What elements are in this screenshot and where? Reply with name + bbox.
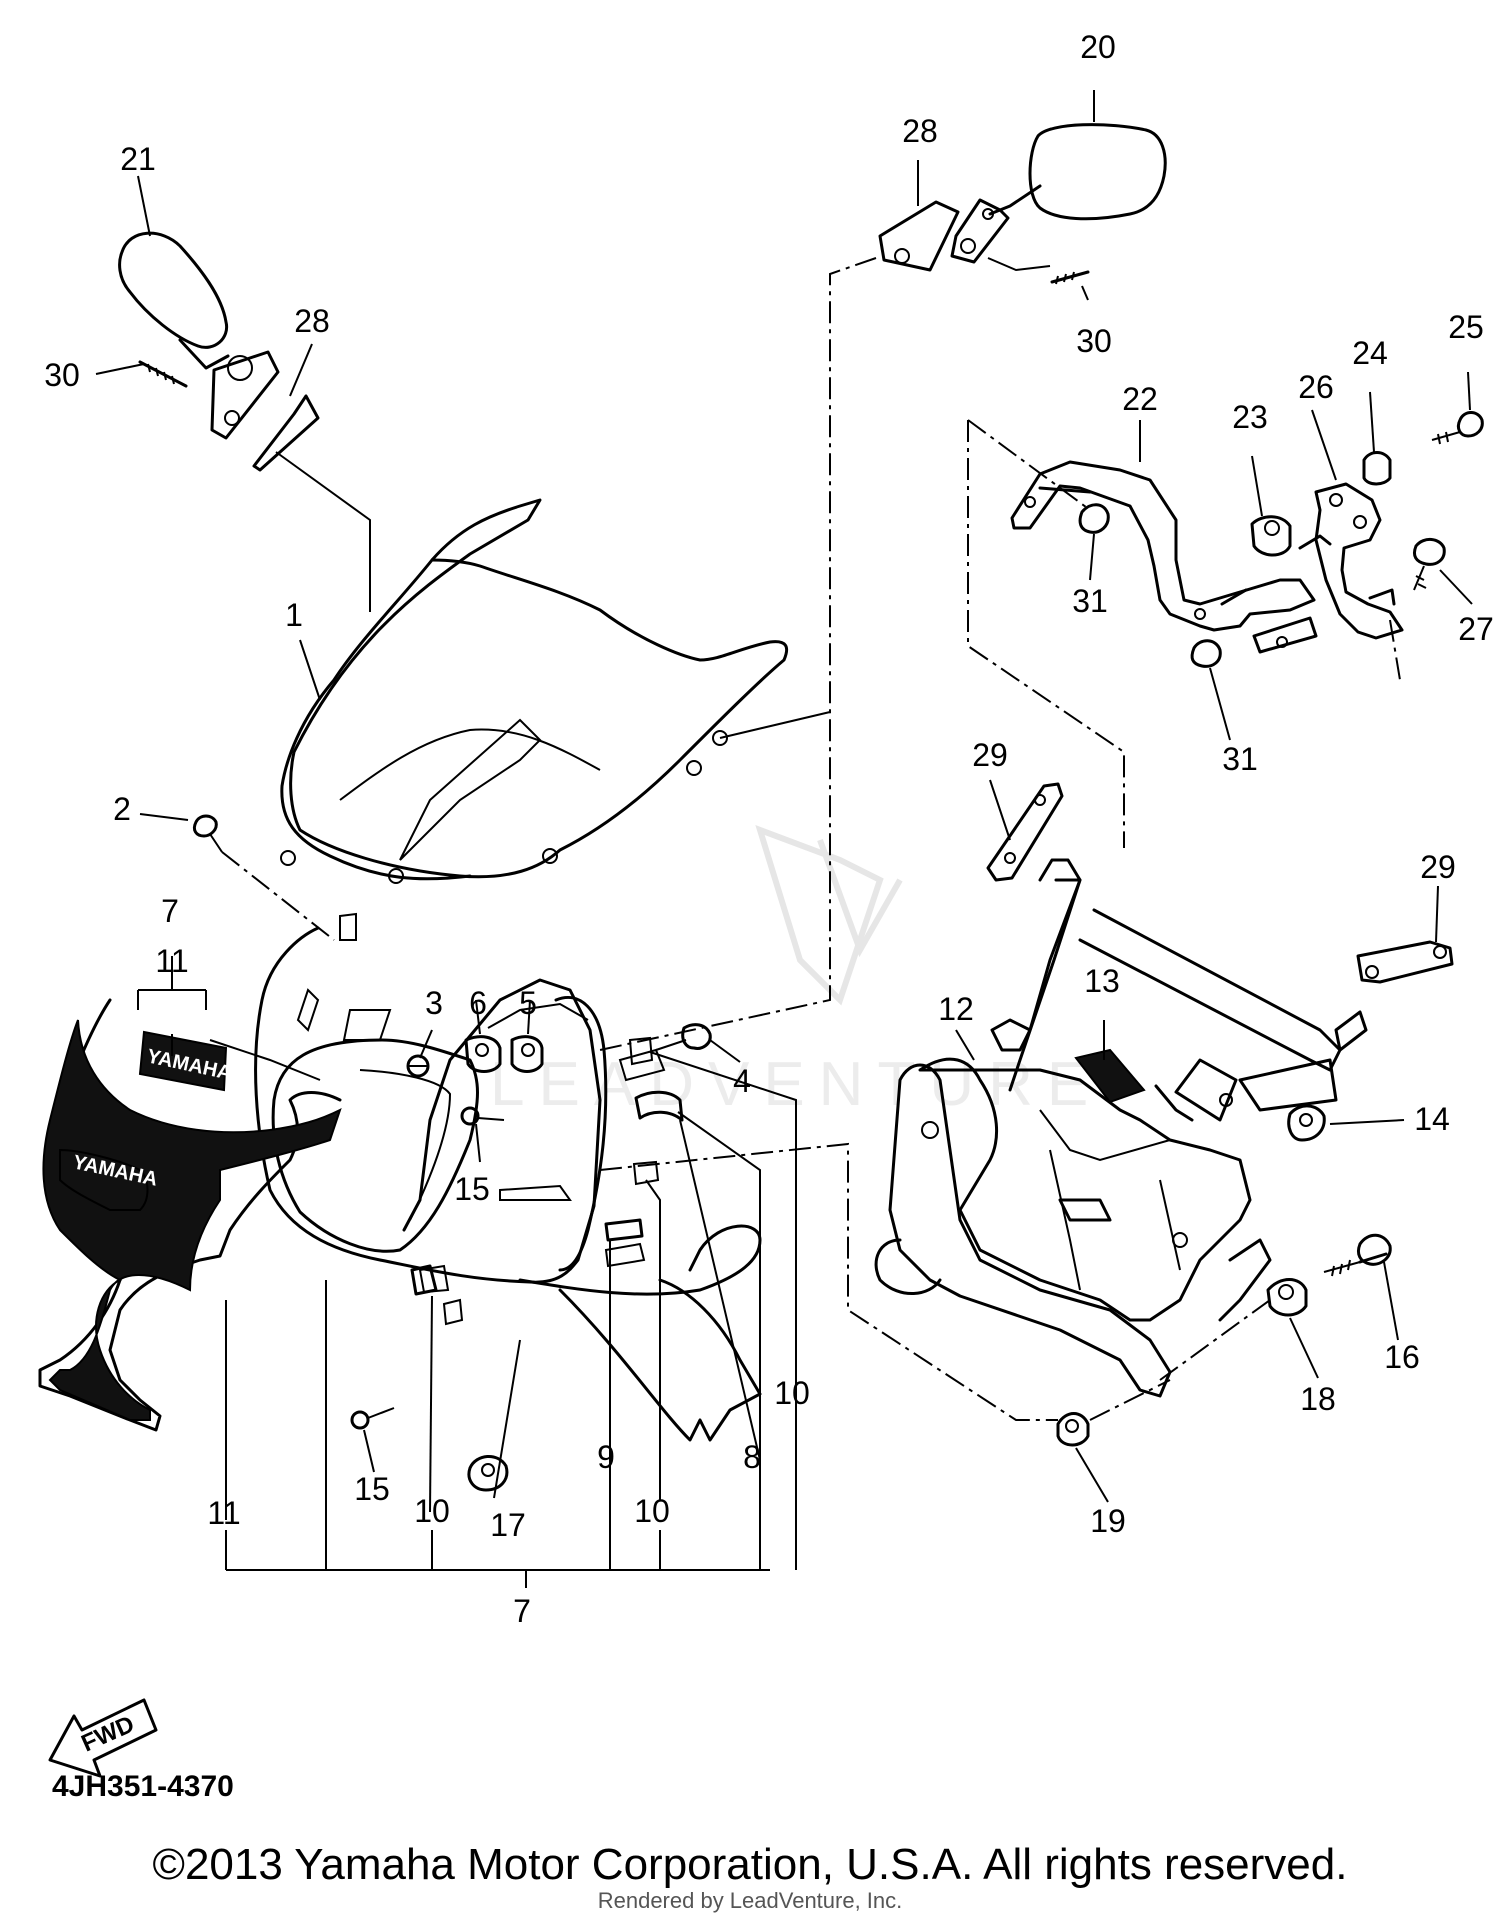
callout-15-lower: 15 xyxy=(354,1471,390,1507)
callout-28-left: 28 xyxy=(294,303,330,339)
callout-15-upper: 15 xyxy=(454,1171,490,1207)
mirror-stay-plate-26 xyxy=(1298,482,1404,640)
callout-22: 22 xyxy=(1122,381,1158,417)
item-13-label-plate xyxy=(1074,1048,1146,1104)
callout-16: 16 xyxy=(1384,1339,1420,1375)
callout-30-left: 30 xyxy=(44,357,80,393)
cowling: YAMAHA YAMAHA xyxy=(38,912,762,1442)
callout-19: 19 xyxy=(1090,1503,1126,1539)
callout-12: 12 xyxy=(938,991,974,1027)
stay-fasteners xyxy=(1078,411,1484,668)
callout-30-right: 30 xyxy=(1076,323,1112,359)
callout-7-top: 7 xyxy=(161,893,179,929)
callout-17: 17 xyxy=(490,1507,526,1543)
callout-1: 1 xyxy=(285,597,303,633)
callout-5: 5 xyxy=(519,985,537,1021)
callout-20: 20 xyxy=(1080,29,1116,65)
callout-31-upper: 31 xyxy=(1072,583,1108,619)
callout-21: 21 xyxy=(120,141,156,177)
left-mirror-bolt xyxy=(138,360,188,388)
rendered-by-credit: Rendered by LeadVenture, Inc. xyxy=(597,1888,903,1913)
cowling-stay-frame xyxy=(874,858,1368,1398)
watermark-text: LEADVENTURE xyxy=(490,1050,1102,1119)
callout-13: 13 xyxy=(1084,963,1120,999)
callout-10-right: 10 xyxy=(774,1375,810,1411)
callout-24: 24 xyxy=(1352,335,1388,371)
lower-fasteners xyxy=(1056,1104,1392,1447)
callout-6: 6 xyxy=(469,985,487,1021)
right-mirror-bolt xyxy=(1050,270,1090,285)
callout-4: 4 xyxy=(733,1063,751,1099)
callout-26: 26 xyxy=(1298,369,1334,405)
callout-11-bottom: 11 xyxy=(207,1495,240,1531)
diagram-code: 4JH351-4370 xyxy=(52,1770,234,1803)
callout-31-lower: 31 xyxy=(1222,741,1258,777)
callout-27: 27 xyxy=(1458,611,1494,647)
item-9-strip xyxy=(604,1218,644,1242)
fwd-arrow-icon: FWD xyxy=(48,1698,158,1778)
copyright-notice: ©2013 Yamaha Motor Corporation, U.S.A. A… xyxy=(152,1840,1348,1889)
callout-14: 14 xyxy=(1414,1101,1450,1137)
item-29-stay-upper xyxy=(986,782,1064,882)
watermark: LEADVENTURE xyxy=(490,825,1102,1119)
item-8-grommet-strip xyxy=(634,1090,684,1122)
callout-10-left: 10 xyxy=(414,1493,450,1529)
callout-7-bottom: 7 xyxy=(513,1593,531,1629)
windshield xyxy=(280,498,789,884)
callout-3: 3 xyxy=(425,985,443,1021)
callout-18: 18 xyxy=(1300,1381,1336,1417)
callout-10-mid: 10 xyxy=(634,1493,670,1529)
leader-lines xyxy=(95,90,1473,1588)
callout-2: 2 xyxy=(113,791,131,827)
callout-8: 8 xyxy=(743,1439,761,1475)
mirror-stay-bracket xyxy=(1010,460,1318,654)
callout-29-lower: 29 xyxy=(1420,849,1456,885)
fasteners-upper xyxy=(192,814,712,1492)
callout-9: 9 xyxy=(597,1439,615,1475)
right-mirror xyxy=(878,123,1167,272)
callout-28-right: 28 xyxy=(902,113,938,149)
callouts: 1 2 3 4 5 6 7 7 8 9 10 10 10 11 11 12 13… xyxy=(44,29,1494,1629)
callout-25: 25 xyxy=(1448,309,1484,345)
callout-29-upper: 29 xyxy=(972,737,1008,773)
item-29-stay-lower xyxy=(1356,940,1454,984)
left-mirror xyxy=(118,231,320,472)
callout-23: 23 xyxy=(1232,399,1268,435)
callout-11-top: 11 xyxy=(155,943,188,979)
